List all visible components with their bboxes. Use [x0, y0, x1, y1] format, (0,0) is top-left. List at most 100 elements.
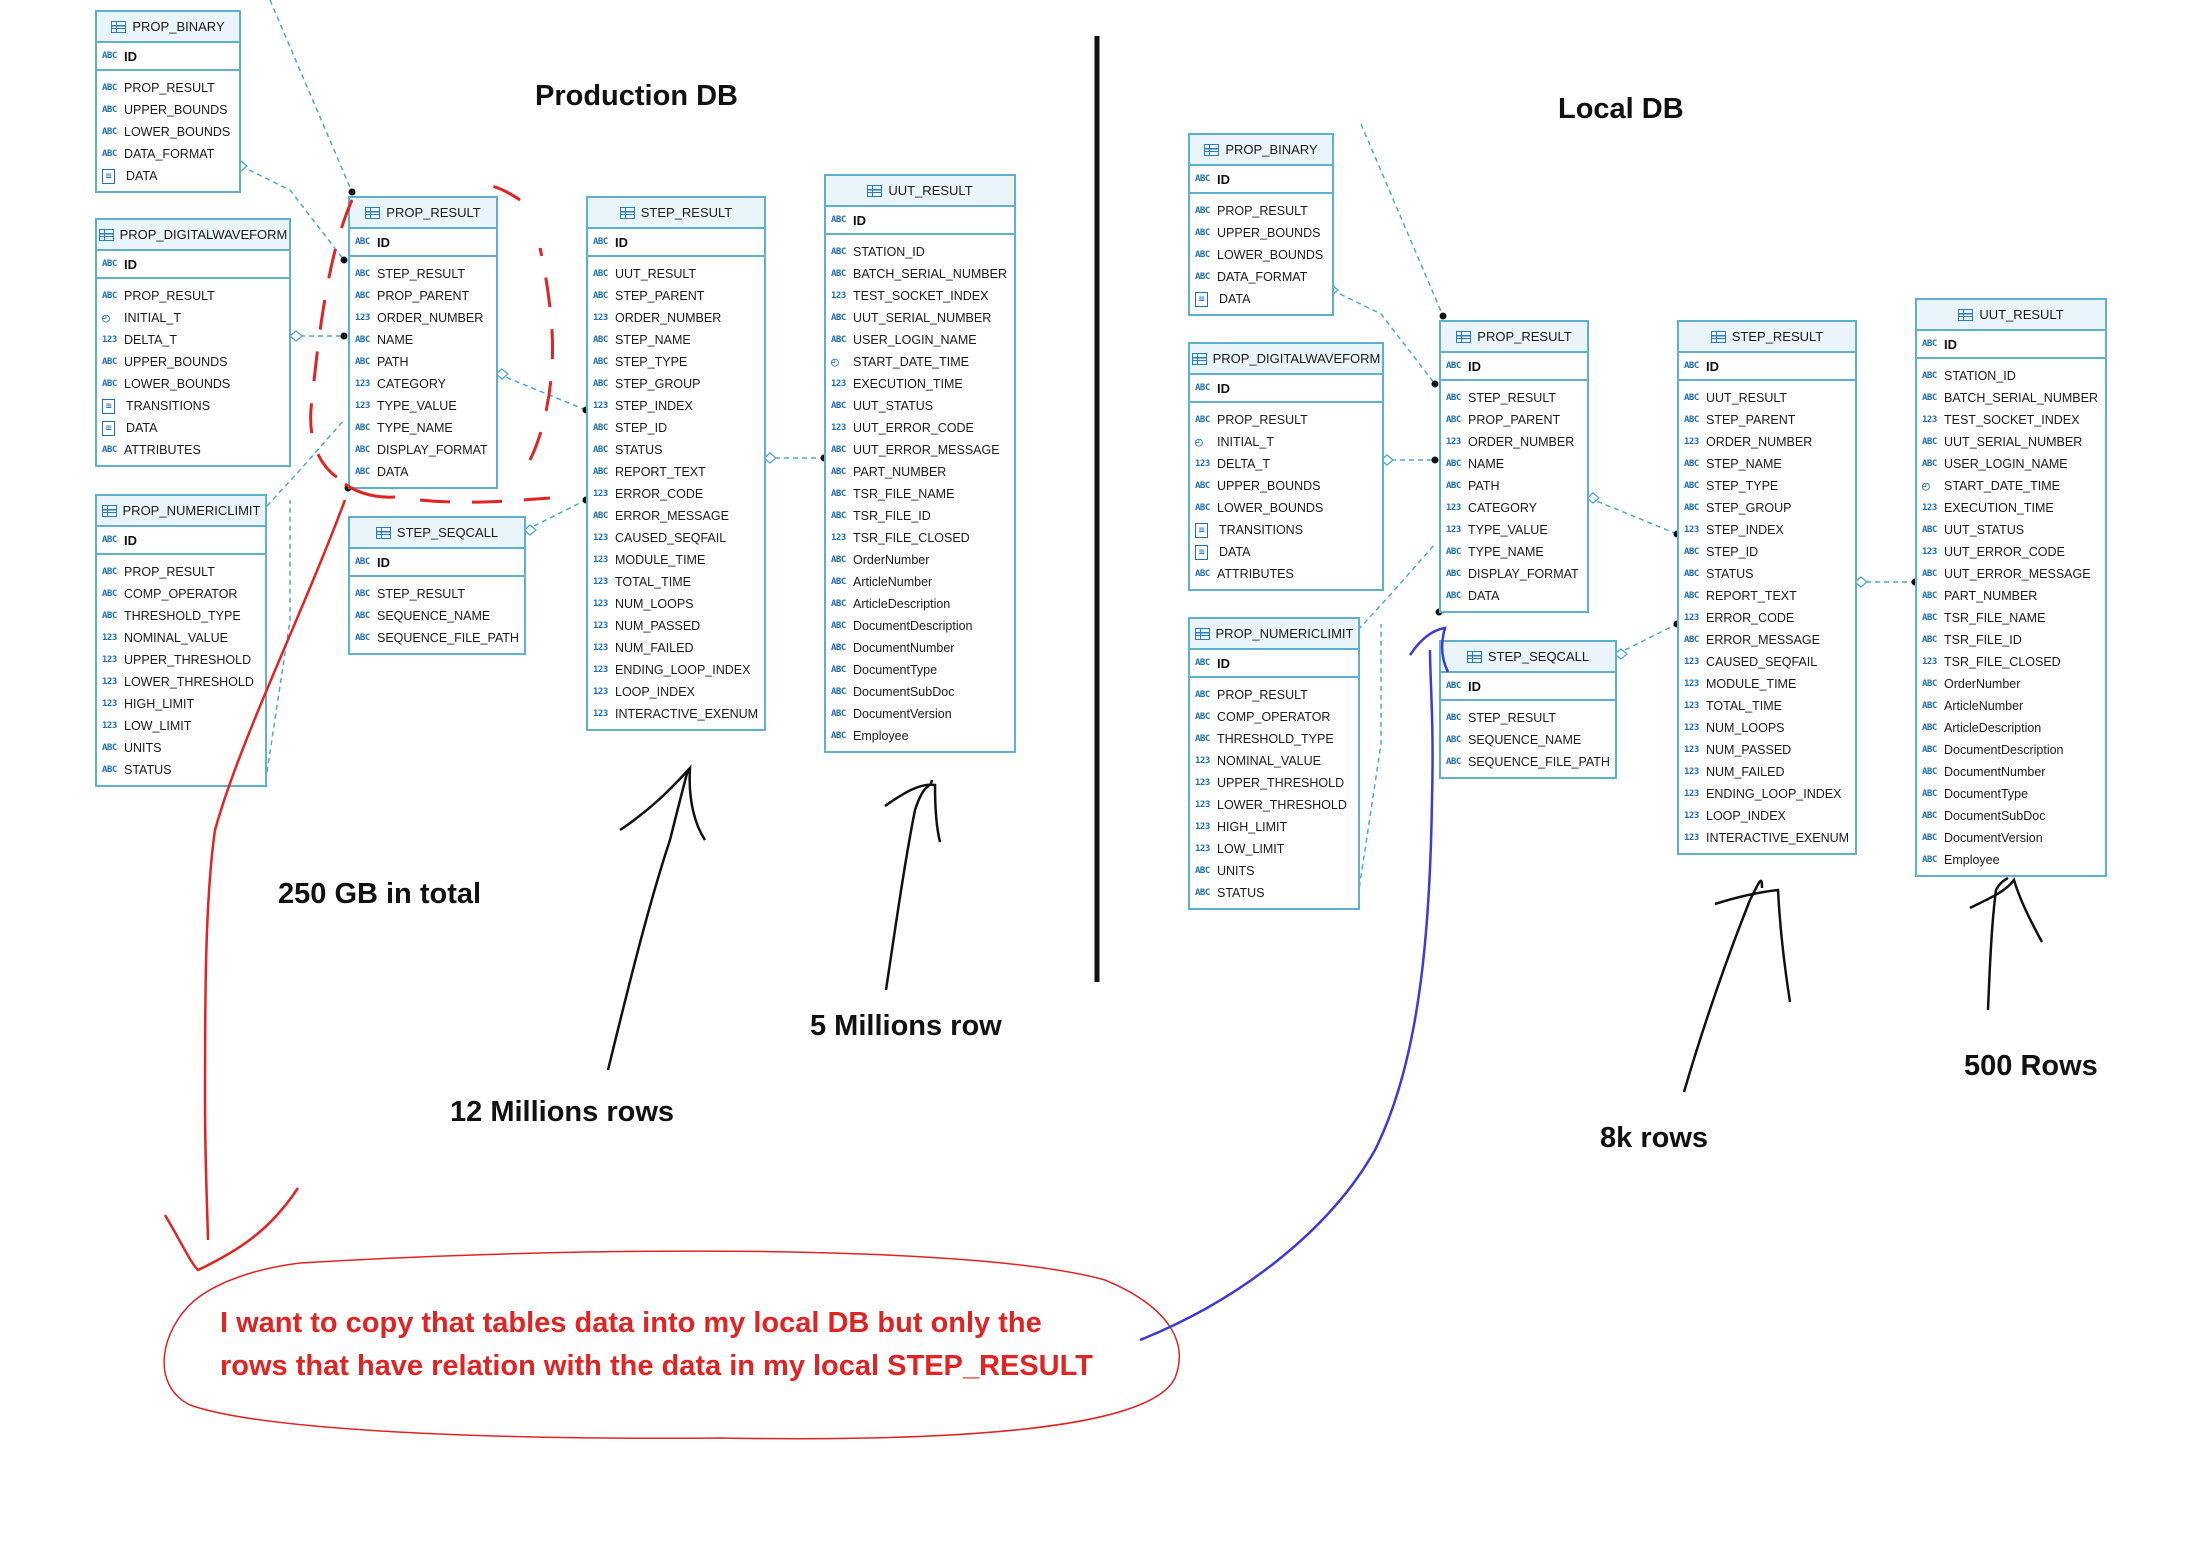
column-row[interactable]: ≡TRANSITIONS [97, 395, 289, 417]
column-row[interactable]: ◴INITIAL_T [1190, 431, 1382, 453]
column-row[interactable]: ≡DATA [97, 417, 289, 439]
column-row[interactable]: ◴START_DATE_TIME [826, 351, 1014, 373]
